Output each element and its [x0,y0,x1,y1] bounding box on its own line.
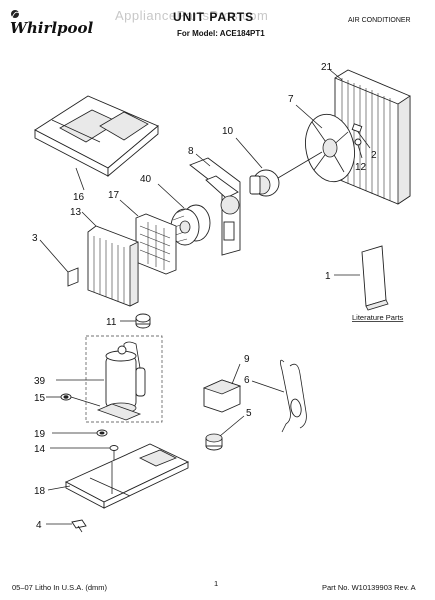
relay-overload-part [202,379,242,413]
category-label: AIR CONDITIONER [348,17,411,24]
callout-39: 39 [34,376,46,387]
footer-print-info: 05–07 Litho In U.S.A. (dmm) [12,583,108,592]
callout-4: 4 [36,520,42,531]
callout-19: 19 [34,429,46,440]
callout-40: 40 [140,174,152,185]
brand-logo-text: Whirlpool [10,19,94,37]
callout-21: 21 [321,62,333,73]
watermark-text: AppliancePartsPros.com [115,8,268,23]
footer-page-number: 1 [214,579,218,588]
fan-clip-part [351,123,363,146]
callout-10: 10 [222,126,234,137]
callout-13: 13 [70,207,82,218]
callout-7: 7 [288,94,294,105]
evaporator-grille-part [135,213,177,275]
callout-16: 16 [73,192,85,203]
literature-booklet-part [361,245,389,311]
mounting-grommet-part [135,313,151,329]
drain-grommet-part [205,433,223,451]
callout-18: 18 [34,486,46,497]
whirlpool-logo: Whirlpool [10,10,94,37]
callout-17: 17 [108,190,120,201]
clip-part [71,519,87,533]
callout-5: 5 [246,408,252,419]
top-cover-part [34,95,159,177]
base-pan-part [64,443,190,509]
callout-2: 2 [371,150,377,161]
literature-parts-label: Literature Parts [352,313,404,322]
blower-wheel-part [170,204,211,246]
callout-14: 14 [34,444,46,455]
capillary-tube-part [280,359,307,433]
evaporator-coil-part [87,225,139,307]
callout-9: 9 [244,354,250,365]
motor-mount-bracket-part [189,157,241,256]
callout-3: 3 [32,233,38,244]
callout-12: 12 [355,162,367,173]
screw-part [109,445,119,460]
callout-8: 8 [188,146,194,157]
callout-1: 1 [325,271,331,282]
fan-motor-part [249,151,323,197]
condenser-coil-part [334,69,411,205]
page-title: UNIT PARTS [173,10,254,24]
callout-15: 15 [34,393,46,404]
compressor-washer-part [60,393,72,401]
model-line: For Model: ACE184PT1 [177,29,265,38]
callout-6: 6 [244,375,250,386]
callout-11: 11 [106,317,117,328]
compressor-assembly-part [85,335,163,423]
footer-part-number: Part No. W10139903 Rev. A [322,583,416,592]
compressor-nut-part [96,429,108,437]
condenser-fan-blade-part [305,113,355,183]
coil-bracket-part [67,267,79,287]
